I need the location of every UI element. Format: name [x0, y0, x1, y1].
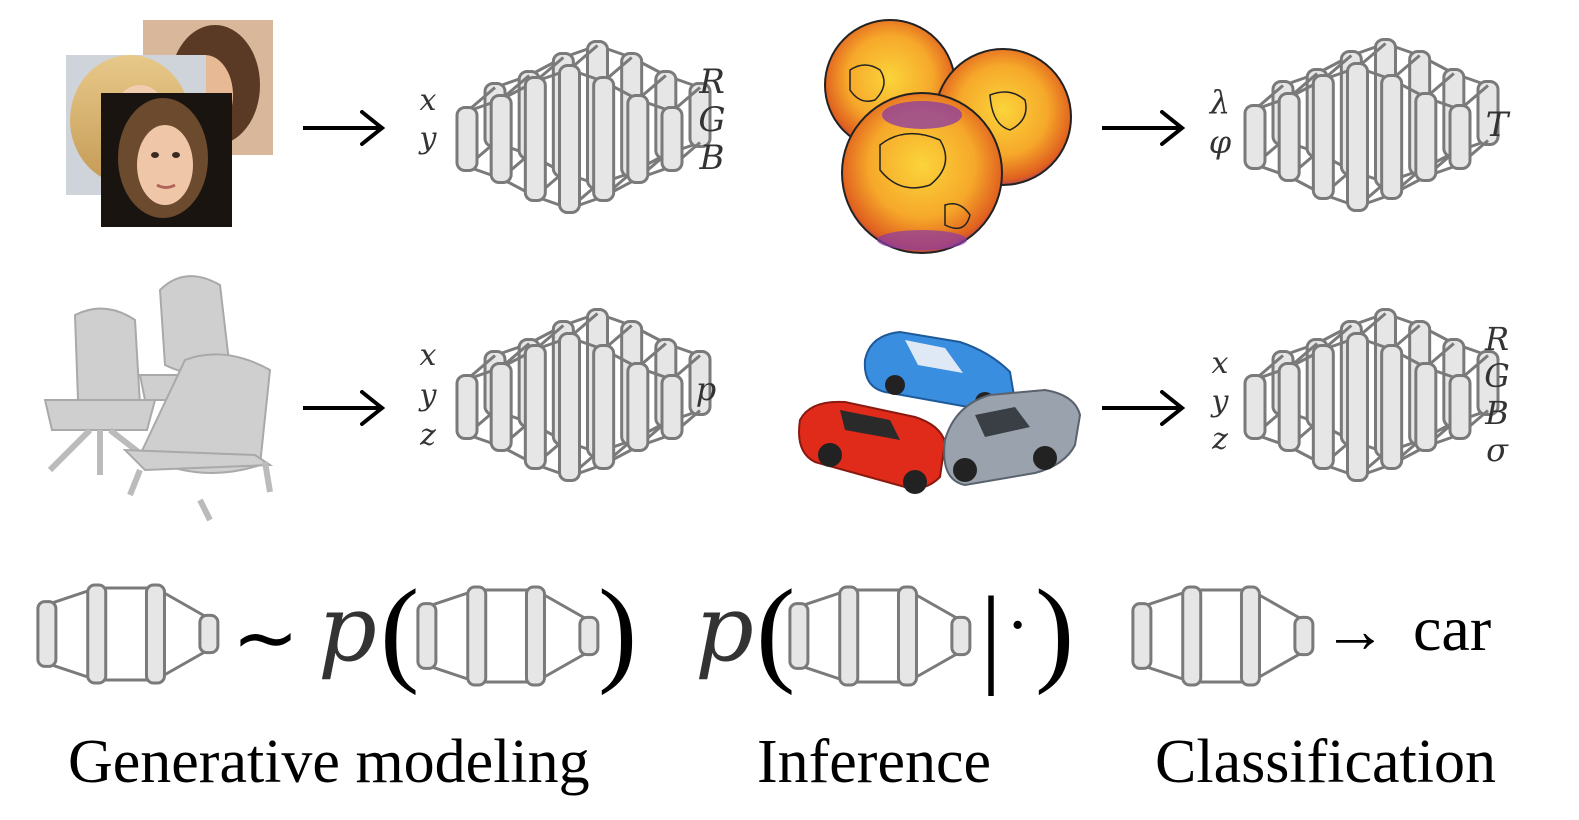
network-icon [455, 40, 712, 214]
input-variable-label: x [1212, 346, 1229, 381]
caption-inference: Inference [757, 728, 991, 796]
input-variable-label: x [420, 83, 437, 118]
network-outputs: p [696, 370, 716, 408]
caption-classification: Classification [1155, 728, 1496, 796]
output-variable-label: R [1484, 320, 1509, 358]
car-renderings [798, 330, 1082, 494]
arrow-icon [1102, 390, 1186, 426]
network-inputs: xyz [418, 338, 438, 453]
formula-p: p [318, 575, 377, 682]
formula-p: p [695, 575, 754, 682]
input-variable-label: λ [1208, 83, 1230, 121]
small-network-icon [788, 585, 972, 687]
formula-tilde: ∼ [232, 595, 299, 683]
network-icon [1243, 38, 1500, 212]
formula-arrow: → [1323, 595, 1387, 666]
face-images [66, 20, 273, 227]
small-network-icon [416, 585, 600, 687]
output-variable-label: T [1486, 105, 1511, 145]
arrow-icon [303, 390, 386, 426]
network-icon [455, 308, 712, 482]
input-variable-label: φ [1209, 123, 1232, 161]
input-variable-label: y [418, 121, 438, 156]
small-network-icon [1131, 585, 1315, 687]
input-variable-label: y [418, 378, 438, 413]
chair-shapes [43, 275, 274, 522]
formula-close-paren: ) [1035, 565, 1074, 696]
output-variable-label: B [699, 138, 725, 178]
formula-conditional-bar: | [980, 574, 1002, 696]
input-variable-label: x [420, 338, 437, 373]
network-inputs: xyz [1210, 346, 1230, 457]
formula-open-paren: ( [380, 565, 419, 696]
formula-label-car: car [1413, 593, 1491, 664]
caption-generative-modeling: Generative modeling [68, 728, 590, 796]
network-inputs: xy [418, 83, 438, 156]
network-outputs: RGB [698, 62, 725, 178]
network-inputs: λφ [1208, 83, 1232, 161]
output-variable-label: p [696, 370, 716, 408]
output-variable-label: B [1484, 394, 1509, 432]
formula-dot: · [1006, 587, 1029, 664]
output-variable-label: G [1484, 357, 1510, 395]
input-variable-label: y [1210, 384, 1230, 419]
input-variable-label: z [419, 418, 436, 453]
output-variable-label: σ [1486, 431, 1509, 469]
output-variable-label: G [698, 100, 725, 140]
small-network-icon [36, 583, 220, 685]
globe-images [824, 19, 1072, 254]
network-outputs: T [1486, 105, 1511, 145]
network-icon [1243, 308, 1500, 482]
arrow-icon [303, 110, 386, 146]
formula-close-paren: ) [598, 565, 637, 696]
output-variable-label: R [698, 62, 725, 102]
arrow-icon [1102, 110, 1186, 146]
input-variable-label: z [1211, 422, 1228, 457]
